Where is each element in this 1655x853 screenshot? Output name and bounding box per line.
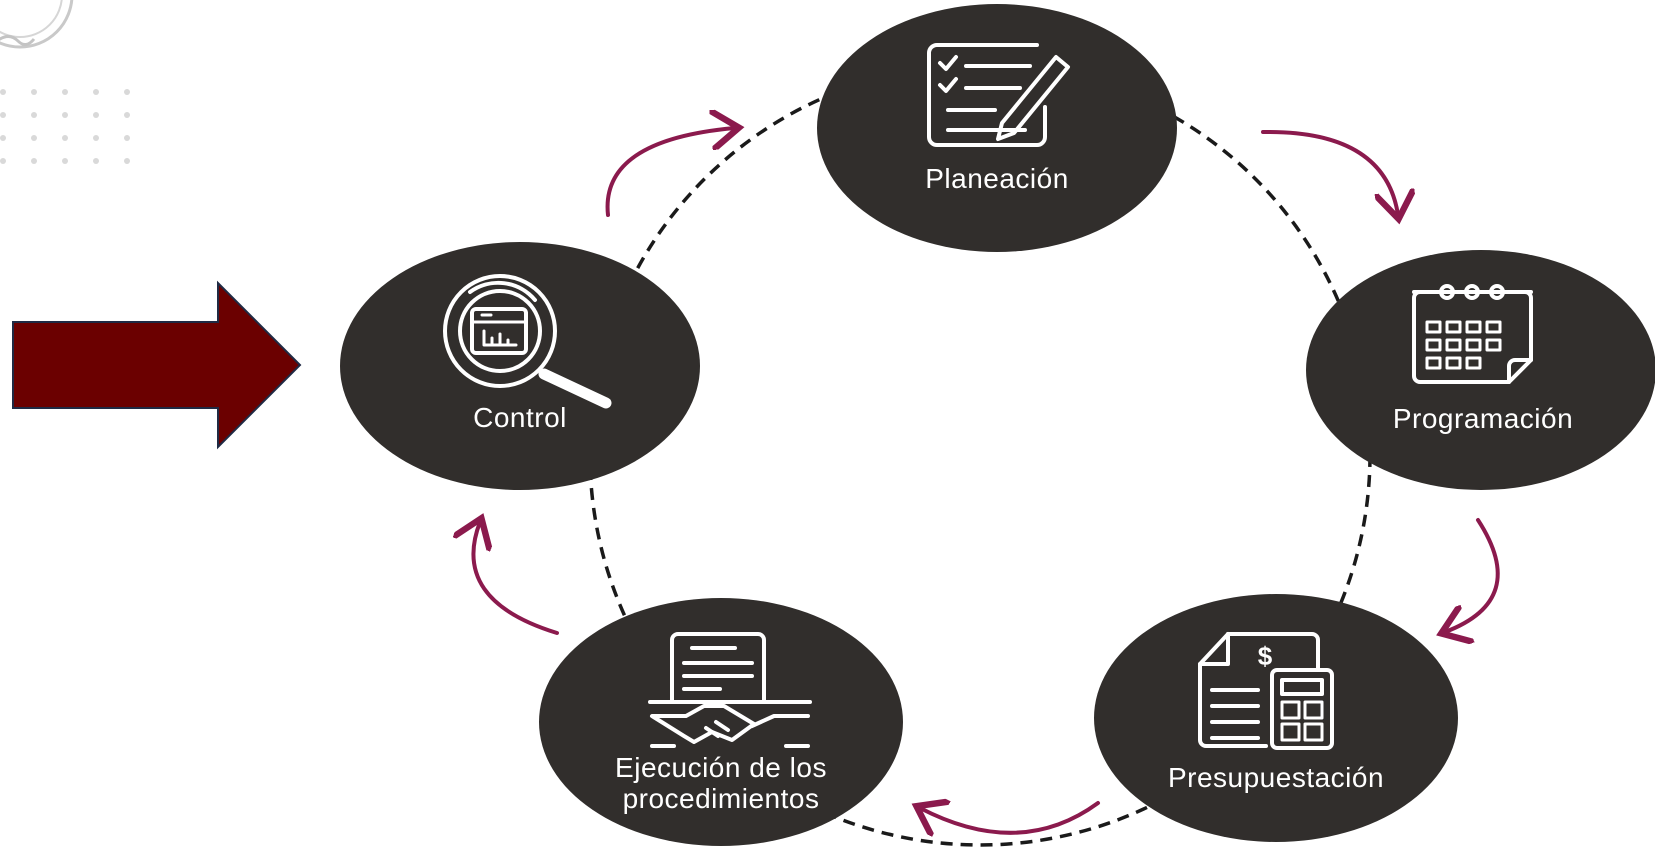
checklist-pencil-icon [927, 43, 1070, 147]
grid-dot [0, 112, 6, 118]
grid-dot [62, 89, 68, 95]
grid-dot [0, 158, 6, 164]
node-label-presupuestacion: Presupuestación [1167, 762, 1385, 793]
node-label-control: Control [473, 402, 567, 433]
cycle-arrow-control-to-planeacion [605, 128, 735, 217]
cycle-arrow-planeacion-to-programacion [1261, 129, 1398, 215]
svg-text:$: $ [1258, 641, 1273, 671]
grid-dot [93, 112, 99, 118]
grid-dot [124, 112, 130, 118]
cycle-arrow-presupuestacion-to-ejecucion [920, 803, 1100, 833]
cycle-arrow-ejecucion-to-control [473, 522, 559, 635]
grid-dot [124, 89, 130, 95]
grid-dot [93, 89, 99, 95]
grid-dot [93, 135, 99, 141]
grid-dot [31, 112, 37, 118]
grid-dot [62, 135, 68, 141]
grid-dot [31, 158, 37, 164]
node-label-planeacion: Planeación [925, 163, 1069, 194]
grid-dot [124, 158, 130, 164]
grid-dot [31, 89, 37, 95]
node-ejecucion [539, 598, 903, 846]
contract-handshake-icon [648, 632, 812, 748]
node-label-programacion: Programación [1392, 403, 1574, 434]
grid-dot [124, 135, 130, 141]
grid-dot [31, 135, 37, 141]
cycle-arrow-programacion-to-presupuestacion [1445, 518, 1500, 632]
pointer-arrow [12, 280, 302, 450]
node-presupuestacion: $ [1094, 594, 1458, 842]
magnifier-chart-icon [443, 274, 612, 409]
grid-dot [62, 112, 68, 118]
grid-dot [93, 158, 99, 164]
calendar-icon [1412, 284, 1533, 384]
node-programacion [1306, 250, 1655, 490]
dot-grid-decoration [0, 89, 130, 164]
node-control [340, 242, 700, 490]
node-label-ejecucion-line2: procedimientos [622, 783, 820, 814]
grid-dot [0, 135, 6, 141]
grid-dot [62, 158, 68, 164]
budget-calculator-icon: $ [1198, 632, 1334, 750]
grid-dot [0, 89, 6, 95]
node-label-ejecucion-line1: Ejecución de los [615, 752, 827, 783]
node-planeacion [817, 4, 1177, 252]
institution-seal-icon [0, 0, 74, 49]
